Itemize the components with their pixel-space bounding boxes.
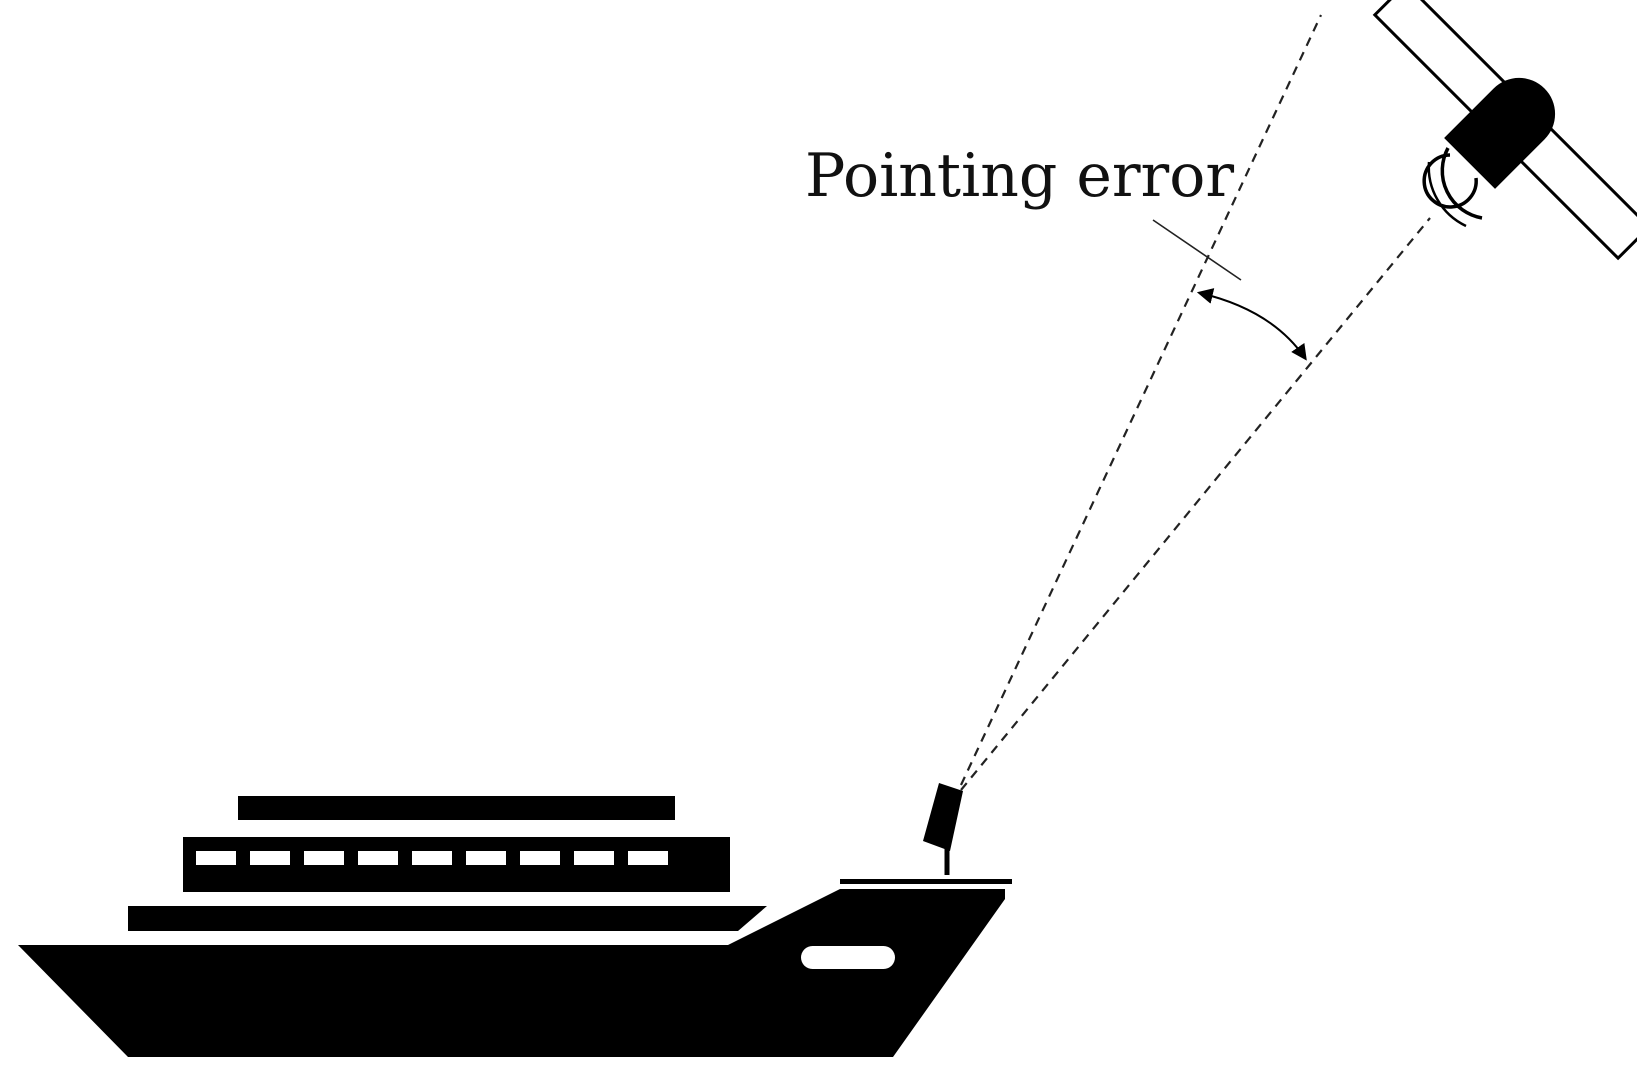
pointing-error-label: Pointing error — [805, 141, 1234, 211]
ship-porthole — [801, 946, 895, 969]
label-leader — [1152, 219, 1242, 281]
dish-icon — [1422, 147, 1483, 228]
satellite-icon — [1372, 0, 1637, 261]
ship-hull — [18, 889, 1005, 1057]
ship-bow-rail — [840, 879, 1012, 884]
ship-lower-deck — [128, 906, 767, 931]
ship-windows — [196, 851, 668, 865]
terminal-icon — [923, 783, 963, 875]
ideal-beam-line — [960, 14, 1322, 786]
pointing-error-arc — [1196, 288, 1307, 361]
ship-top-deck — [238, 796, 675, 820]
satellite-body — [1444, 77, 1556, 189]
ship-icon — [18, 796, 1012, 1057]
actual-beam-line — [960, 217, 1431, 791]
